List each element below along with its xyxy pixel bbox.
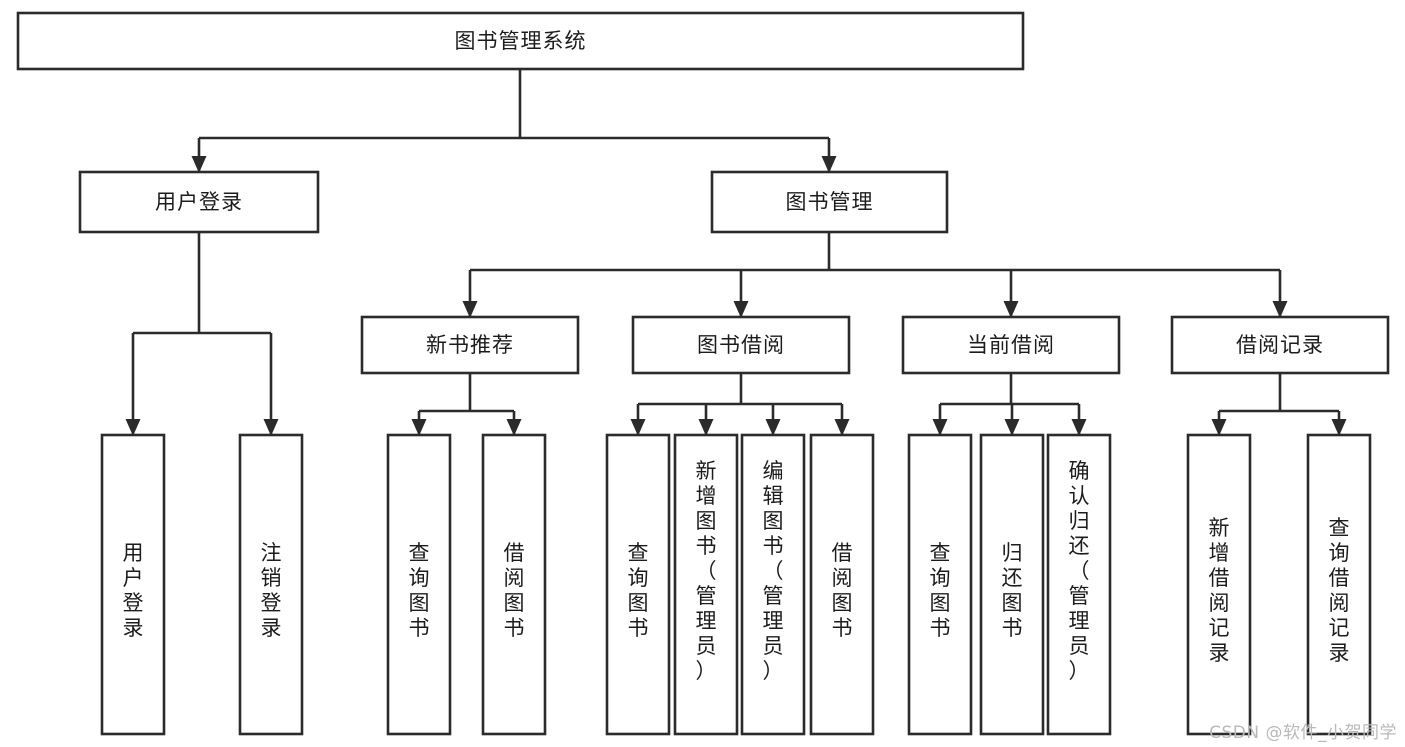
- node-leaf-5[interactable]: 新增图书（管理员）: [673, 433, 739, 736]
- node-label: 当前借阅: [967, 333, 1055, 357]
- node-root-book-management-system[interactable]: 图书管理系统: [16, 11, 1025, 71]
- node-leaf-8[interactable]: 查询图书: [907, 433, 973, 736]
- node-label: 借阅图书: [832, 541, 853, 640]
- node-leaf-10[interactable]: 确认归还（管理员）: [1046, 433, 1112, 736]
- node-label: 用户登录: [123, 541, 144, 640]
- arrow-head-bookmgmt_to_level2-0: [462, 301, 478, 318]
- arrow-head-bookmgmt_to_level2-2: [1003, 301, 1019, 318]
- node-label: 图书借阅: [697, 333, 785, 357]
- node-leaf-3[interactable]: 借阅图书: [481, 433, 547, 736]
- arrow-head-current_to_leaves-2: [1071, 419, 1087, 436]
- node-rect: [740, 433, 806, 736]
- node-level2-3[interactable]: 借阅记录: [1170, 315, 1390, 375]
- node-label: 查询借阅记录: [1329, 516, 1350, 665]
- node-rect: [710, 170, 949, 234]
- arrow-head-current_to_leaves-0: [932, 419, 948, 436]
- node-label: 借阅记录: [1236, 333, 1324, 357]
- node-level2-2[interactable]: 当前借阅: [901, 315, 1121, 375]
- node-label: 新书推荐: [426, 333, 514, 357]
- arrow-head-current_to_leaves-1: [1004, 419, 1020, 436]
- arrow-head-borrow_to_leaves-2: [765, 419, 781, 436]
- node-rect: [901, 315, 1121, 375]
- node-label: 注销登录: [261, 541, 282, 640]
- node-rect: [1170, 315, 1390, 375]
- node-level1-1[interactable]: 图书管理: [710, 170, 949, 234]
- arrow-head-borrow_to_leaves-0: [630, 419, 646, 436]
- node-leaf-12[interactable]: 查询借阅记录: [1306, 433, 1372, 736]
- node-leaf-1[interactable]: 注销登录: [238, 433, 304, 736]
- arrow-head-newbook_to_leaves-0: [411, 419, 427, 436]
- node-label: 用户登录: [155, 190, 243, 214]
- node-rect: [78, 170, 320, 234]
- node-rect: [1046, 433, 1112, 736]
- node-leaf-6[interactable]: 编辑图书（管理员）: [740, 433, 806, 736]
- node-leaf-7[interactable]: 借阅图书: [809, 433, 875, 736]
- node-level1-0[interactable]: 用户登录: [78, 170, 320, 234]
- arrow-head-root_to_level1-0: [191, 156, 207, 173]
- node-label: 查询图书: [628, 541, 649, 640]
- node-rect: [809, 433, 875, 736]
- node-level2-1[interactable]: 图书借阅: [631, 315, 851, 375]
- node-leaf-11[interactable]: 新增借阅记录: [1186, 433, 1252, 736]
- arrow-head-bookmgmt_to_level2-3: [1272, 301, 1288, 318]
- node-rect: [100, 433, 166, 736]
- arrow-head-userlogin_to_leaves-1: [263, 419, 279, 436]
- arrow-head-record_to_leaves-0: [1211, 419, 1227, 436]
- node-rect: [631, 315, 851, 375]
- arrow-head-root_to_level1-1: [821, 156, 837, 173]
- node-rect: [979, 433, 1045, 736]
- node-label: 借阅图书: [504, 541, 525, 640]
- nodes-layer: 图书管理系统用户登录图书管理新书推荐图书借阅当前借阅借阅记录用户登录注销登录查询…: [16, 11, 1390, 736]
- node-level2-0[interactable]: 新书推荐: [360, 315, 580, 375]
- node-label: 新增图书（管理员）: [696, 459, 717, 683]
- node-label: 新增借阅记录: [1209, 516, 1230, 665]
- node-rect: [360, 315, 580, 375]
- node-leaf-2[interactable]: 查询图书: [386, 433, 452, 736]
- node-label: 查询图书: [930, 541, 951, 640]
- node-rect: [1306, 433, 1372, 736]
- node-label: 图书管理: [786, 190, 874, 214]
- arrow-head-userlogin_to_leaves-0: [125, 419, 141, 436]
- arrow-head-newbook_to_leaves-1: [506, 419, 522, 436]
- node-rect: [1186, 433, 1252, 736]
- node-label: 归还图书: [1002, 541, 1023, 640]
- node-rect: [386, 433, 452, 736]
- node-label: 编辑图书（管理员）: [763, 459, 784, 683]
- arrow-head-borrow_to_leaves-3: [834, 419, 850, 436]
- node-leaf-9[interactable]: 归还图书: [979, 433, 1045, 736]
- node-rect: [481, 433, 547, 736]
- node-label: 查询图书: [409, 541, 430, 640]
- node-rect: [238, 433, 304, 736]
- node-leaf-4[interactable]: 查询图书: [605, 433, 671, 736]
- node-rect: [16, 11, 1025, 71]
- node-leaf-0[interactable]: 用户登录: [100, 433, 166, 736]
- node-label: 图书管理系统: [455, 29, 587, 53]
- node-rect: [673, 433, 739, 736]
- arrow-head-borrow_to_leaves-1: [698, 419, 714, 436]
- arrow-head-bookmgmt_to_level2-1: [733, 301, 749, 318]
- connectors-layer: [125, 69, 1347, 436]
- node-rect: [605, 433, 671, 736]
- node-label: 确认归还（管理员）: [1069, 459, 1090, 683]
- arrow-head-record_to_leaves-1: [1331, 419, 1347, 436]
- node-rect: [907, 433, 973, 736]
